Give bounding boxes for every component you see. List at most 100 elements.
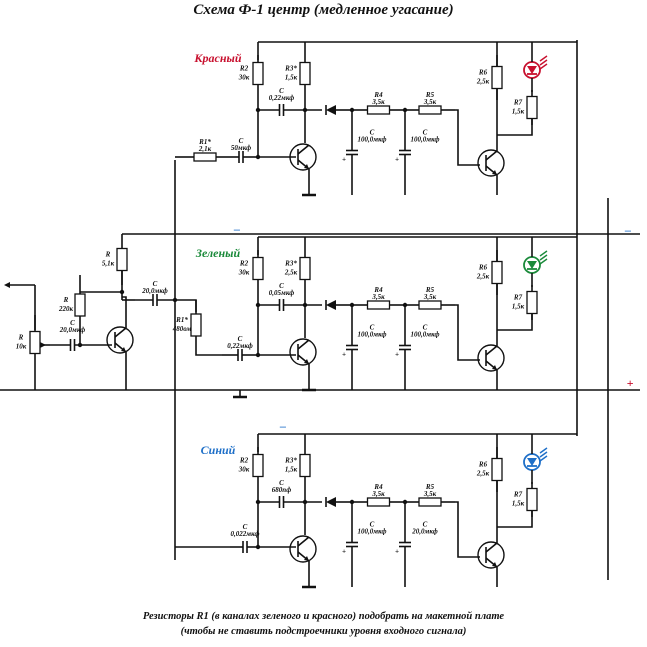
channel-3-resistor-r5	[405, 497, 455, 507]
junction-dot	[255, 154, 261, 160]
channel-3-resistor-r2-ref: R2	[239, 457, 249, 465]
cap-input-20u-value: 20,0мкф	[59, 326, 85, 334]
channel-3-resistor-r4-value: 3,5к	[371, 490, 385, 498]
resistor-pot-10k-value: 10к	[16, 343, 27, 351]
channel-2-resistor-r7-value: 1,5к	[512, 303, 525, 311]
cap-input-20u	[50, 339, 95, 351]
resistor-body	[491, 65, 503, 90]
channel-2-resistor-r5	[405, 300, 455, 310]
channel-1-resistor-r3-value: 1,5к	[285, 74, 298, 82]
channel-3-cap-c1-ref: C	[370, 521, 375, 529]
channel-1-resistor-r6	[491, 55, 503, 100]
channel-3-resistor-r3	[299, 447, 311, 484]
channel-2-resistor-r2-value: 30к	[238, 269, 250, 277]
channel-3-resistor-r4	[352, 497, 405, 507]
polarity-mark: +	[395, 548, 399, 556]
resistor-body	[366, 300, 391, 310]
channel-2-resistor-r4-value: 3,5к	[371, 293, 385, 301]
diode-triangle	[326, 497, 336, 507]
channel-3-resistor-r6-ref: R6	[478, 461, 488, 469]
junction-dot	[255, 499, 261, 505]
led-ray	[539, 451, 548, 458]
resistor-body	[526, 95, 538, 120]
transistor-collector-lead	[485, 542, 498, 553]
channel-1-resistor-r1-ref: R1*	[198, 138, 211, 146]
channel-1-resistor-r1-value: 2,1к	[198, 145, 212, 153]
channel-1-led	[523, 55, 548, 79]
channel-2-name: Зеленый	[195, 246, 241, 260]
channel-2-resistor-r5-ref: R5	[425, 286, 435, 294]
channel-1-cap-c2	[399, 110, 411, 195]
note-line-1: Резисторы R1 (в каналах зеленого и красн…	[142, 611, 505, 622]
resistor-body	[366, 105, 391, 115]
channel-3-resistor-r2	[252, 447, 264, 484]
note-line-2: (чтобы не ставить подстроечники уровня в…	[180, 626, 467, 637]
channel-2-transistor-q2	[477, 344, 505, 372]
resistor-pot-10k-ref: R	[18, 334, 24, 342]
channel-3-resistor-r6	[491, 447, 503, 492]
channel-3-resistor-r5-value: 3,5к	[423, 490, 437, 498]
led-ray	[539, 63, 548, 70]
channel-3-cap-input	[230, 541, 260, 553]
channel-3-transistor-q1	[289, 535, 317, 563]
transistor-collector-lead	[297, 339, 310, 350]
polarity-mark: +	[342, 351, 346, 359]
channel-1-resistor-r5-ref: R5	[425, 91, 435, 99]
channel-2-resistor-r4	[352, 300, 405, 310]
wire	[497, 118, 533, 136]
channel-1-resistor-r4-value: 3,5к	[371, 98, 385, 106]
channel-1-cap-feedback-ref: C	[279, 87, 284, 95]
channel-3-cap-feedback-value: 680пф	[272, 486, 291, 494]
resistor-body	[252, 61, 264, 86]
wire	[195, 350, 222, 356]
transistor-collector-lead	[485, 150, 498, 161]
channel-2-cap-input-value: 0,22мкф	[227, 342, 252, 350]
channel-3-cap-c2-ref: C	[423, 521, 428, 529]
channel-3-cap-feedback-ref: C	[279, 479, 284, 487]
emitter-arrow	[121, 347, 126, 352]
wire	[175, 299, 197, 312]
channel-2-cap-c1-value: 100,0мкф	[358, 331, 387, 339]
junction-dot	[77, 342, 83, 348]
channel-1-cap-feedback-value: 0,22мкф	[269, 94, 294, 102]
resistor-body	[491, 260, 503, 285]
channel-3-cap-c1	[346, 502, 358, 587]
schematic-title: Схема Ф-1 центр (медленное угасание)	[193, 2, 454, 18]
channel-3-cap-feedback	[258, 496, 305, 508]
channel-1-resistor-r6-value: 2,5к	[476, 78, 490, 86]
transistor-collector-lead	[114, 327, 127, 338]
resistor-220k-value: 220к	[58, 305, 74, 313]
resistor-220k	[74, 275, 86, 335]
channel-2-resistor-r6-ref: R6	[478, 264, 488, 272]
channel-3-resistor-r2-value: 30к	[238, 466, 250, 474]
channel-2-cap-input	[222, 349, 258, 361]
channel-2-led	[523, 250, 548, 274]
resistor-5k1-value: 5,1к	[102, 260, 115, 268]
channel-3-resistor-r5-ref: R5	[425, 483, 435, 491]
channel-2-resistor-r3-value: 2,5к	[284, 269, 298, 277]
channel-1-resistor-r1	[186, 152, 224, 162]
channel-1-transistor-q1	[289, 143, 317, 171]
channel-3-name: Синий	[201, 443, 236, 457]
resistor-body	[74, 293, 86, 317]
channel-1-resistor-r7	[526, 90, 538, 125]
channel-1-resistor-r6-ref: R6	[478, 69, 488, 77]
channel-2-cap-c2-ref: C	[423, 324, 428, 332]
channel-1-resistor-r7-value: 1,5к	[512, 108, 525, 116]
transistor-input-stage	[106, 326, 134, 354]
channel-3-resistor-r7	[526, 482, 538, 517]
channel-1-cap-input	[224, 151, 258, 163]
transistor-body	[106, 326, 134, 354]
channel-1-resistor-r2-value: 30к	[238, 74, 250, 82]
resistor-body	[418, 497, 442, 507]
wire	[497, 510, 533, 528]
transistor-body	[477, 344, 505, 372]
channel-3-resistor-r3-value: 1,5к	[285, 466, 298, 474]
emitter-arrow	[492, 170, 497, 175]
plus-rail-label: +	[627, 376, 634, 390]
transistor-body	[289, 535, 317, 563]
channel-3-resistor-r4-ref: R4	[373, 483, 383, 491]
channel-2-resistor-r3	[299, 250, 311, 287]
junction-dot	[255, 302, 261, 308]
